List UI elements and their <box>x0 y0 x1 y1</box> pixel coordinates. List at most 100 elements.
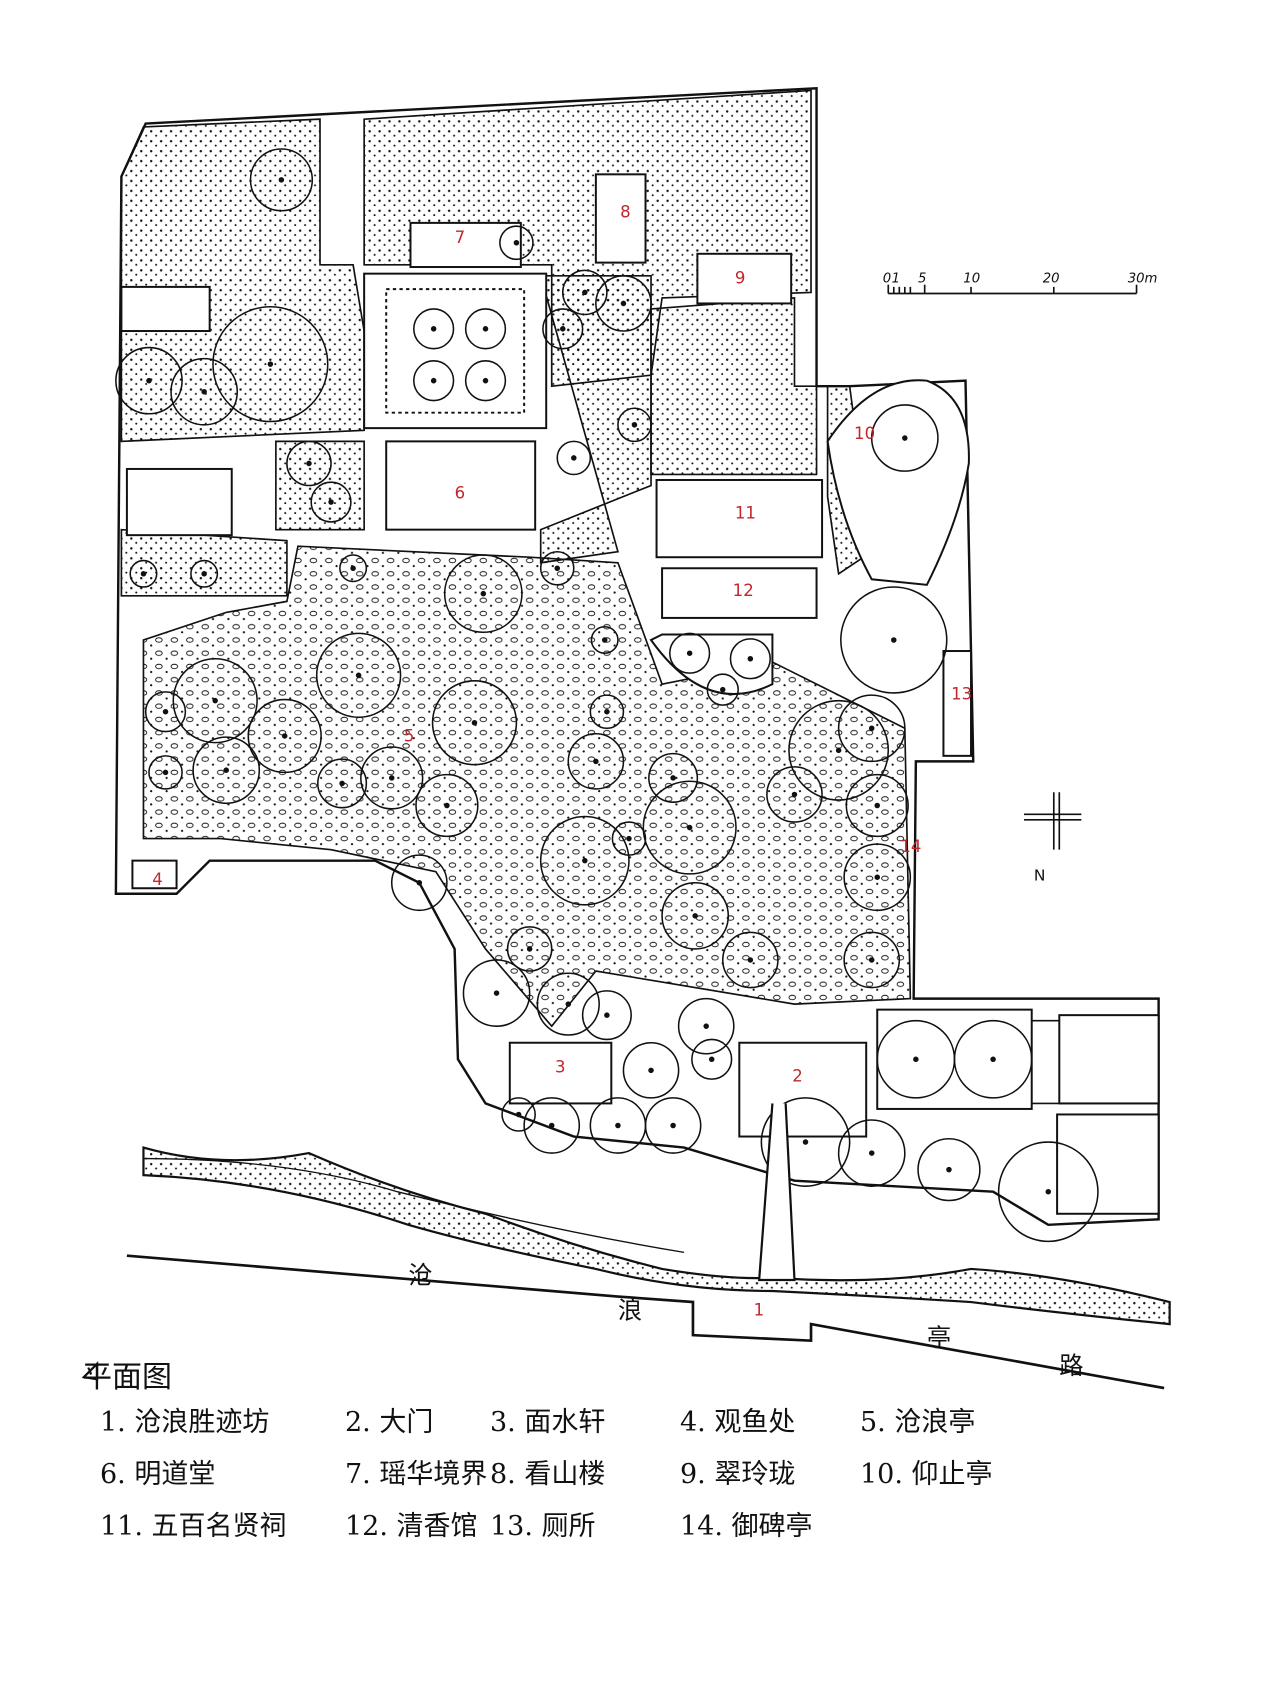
tree-canopy <box>691 1038 733 1080</box>
tree-canopy <box>788 699 890 801</box>
tree-trunk <box>482 326 489 332</box>
tree-canopy <box>339 554 368 583</box>
tree-trunk <box>593 758 599 765</box>
tree-canopy <box>499 225 534 261</box>
tree-trunk <box>560 326 566 332</box>
tree-trunk <box>601 637 608 643</box>
tree-canopy <box>129 559 158 588</box>
tree-canopy <box>766 766 823 823</box>
tree-canopy <box>706 673 739 706</box>
tree-trunk <box>267 361 274 367</box>
scale-bar <box>887 284 1138 295</box>
paved-areas <box>120 89 1154 1105</box>
tree-trunk <box>350 565 356 572</box>
north-label: N <box>1034 867 1046 885</box>
tree-canopy <box>917 1137 981 1202</box>
tree-trunk <box>946 1166 952 1173</box>
tree-trunk <box>626 835 632 842</box>
tree-trunk <box>874 802 880 809</box>
tree-canopy <box>413 308 455 350</box>
tree-trunk <box>670 775 676 781</box>
tree-canopy <box>581 990 632 1041</box>
tree-canopy <box>170 357 239 426</box>
building-number-10: 10 <box>854 424 875 443</box>
tree-canopy <box>286 440 332 487</box>
tree-trunk <box>146 377 152 384</box>
tree-canopy <box>539 550 575 586</box>
building-number-9: 9 <box>735 269 746 288</box>
tree-trunk <box>902 435 908 441</box>
tree-trunk <box>480 590 487 597</box>
tree-trunk <box>482 377 489 384</box>
building-number-1: 1 <box>754 1300 765 1319</box>
tree-trunk <box>201 388 207 395</box>
tree-canopy <box>501 1097 536 1132</box>
tree-canopy <box>247 698 322 774</box>
tree-trunk <box>201 571 207 577</box>
tree-trunk <box>747 957 754 963</box>
legend-item: 3. 面水轩 <box>490 1407 606 1438</box>
legend-triangle-icon <box>81 1361 99 1381</box>
tree-canopy <box>953 1019 1033 1099</box>
legend-item: 10. 仰止亭 <box>860 1459 993 1490</box>
legend-item: 9. 翠玲珑 <box>680 1459 796 1490</box>
tree-trunk <box>719 686 726 693</box>
building-number-14: 14 <box>900 837 921 856</box>
tree-trunk <box>891 637 897 643</box>
tree-trunk <box>223 767 229 773</box>
tree-canopy <box>567 733 625 790</box>
tree-trunk <box>278 177 285 183</box>
legend-item: 6. 明道堂 <box>100 1459 216 1490</box>
tree-canopy <box>536 972 600 1036</box>
road-edges <box>126 1254 1165 1390</box>
building-number-2: 2 <box>792 1066 803 1085</box>
tree-trunk <box>868 1150 875 1156</box>
tree-trunk <box>339 780 345 787</box>
tree-canopy <box>997 1141 1099 1243</box>
canal <box>142 1103 1171 1326</box>
buildings <box>120 173 1160 1215</box>
tree-trunk <box>493 990 500 996</box>
tree-canopy <box>443 554 523 634</box>
legend-item: 8. 看山楼 <box>490 1459 606 1490</box>
north-arrow <box>1023 792 1082 850</box>
building-number-6: 6 <box>455 484 466 503</box>
tree-canopy <box>589 694 625 730</box>
tree-canopy <box>721 931 779 989</box>
tree-trunk <box>604 708 610 715</box>
road-name-char: 亭 <box>927 1323 951 1352</box>
scale-tick-label: 30m <box>1128 271 1158 286</box>
tree-trunk <box>582 289 588 296</box>
tree-canopy <box>464 360 507 402</box>
tree-trunk <box>162 769 169 776</box>
legend-item: 1. 沧浪胜迹坊 <box>100 1407 270 1438</box>
tree-canopy <box>729 638 771 680</box>
tree-canopy <box>843 843 912 912</box>
tree-canopy <box>360 746 424 810</box>
tree-trunk <box>747 655 754 662</box>
legend-item: 11. 五百名贤祠 <box>100 1511 287 1542</box>
legend-item: 4. 观鱼处 <box>680 1407 796 1438</box>
tree-trunk <box>162 708 169 715</box>
legend-item: 13. 厕所 <box>490 1511 596 1542</box>
tree-trunk <box>708 1056 715 1063</box>
tree-canopy <box>845 773 909 838</box>
rockery-hill <box>142 545 912 1028</box>
tree-trunk <box>791 791 798 798</box>
tree-trunk <box>692 913 698 919</box>
tree-trunk <box>670 1122 676 1129</box>
tree-trunk <box>703 1023 709 1029</box>
tree-canopy <box>315 632 402 718</box>
tree-canopy <box>648 752 699 803</box>
building-number-8: 8 <box>620 202 631 221</box>
tree-trunk <box>686 650 693 656</box>
garden-boundary <box>114 86 1160 1227</box>
tree-trunk <box>1045 1188 1052 1195</box>
tree-trunk <box>913 1056 919 1063</box>
tree-canopy <box>677 997 735 1055</box>
tree-canopy <box>661 881 730 950</box>
building-number-4: 4 <box>152 870 163 889</box>
tree-canopy <box>148 755 183 790</box>
tree-canopy <box>837 694 906 763</box>
